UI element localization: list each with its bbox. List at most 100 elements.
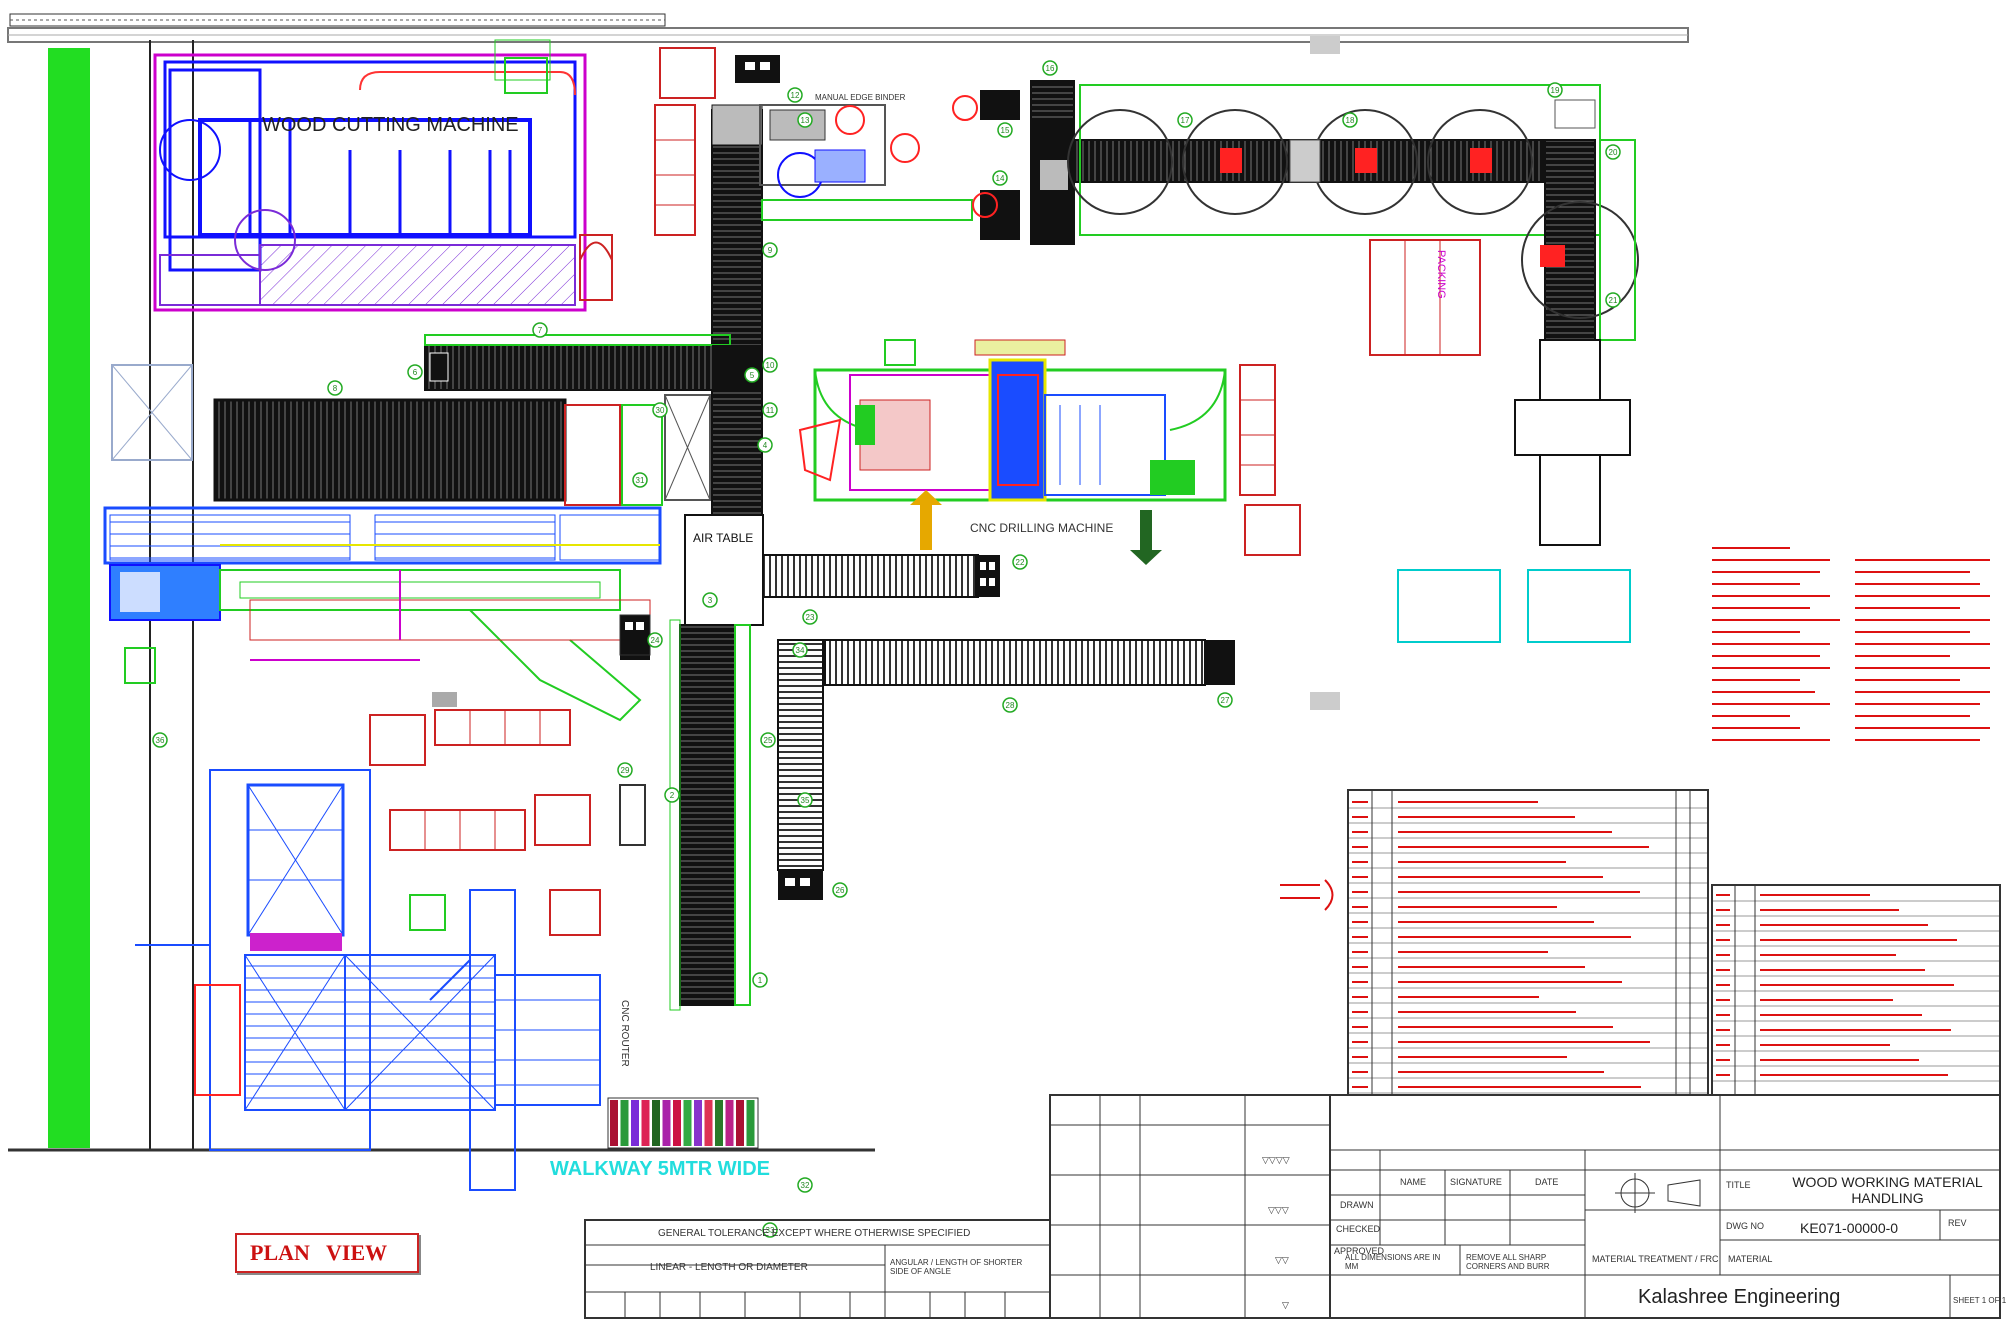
item-number-text: 23 xyxy=(806,613,815,622)
plan-view-label: PLAN VIEW xyxy=(250,1240,388,1265)
item-number-text: 26 xyxy=(836,886,845,895)
item-number-text: 20 xyxy=(1609,148,1618,157)
item-number-text: 4 xyxy=(763,441,768,450)
item-number-bubble: 25 xyxy=(760,732,776,748)
item-number-bubble: 6 xyxy=(407,364,423,380)
title-block xyxy=(1329,1094,2001,1319)
item-number-bubble: 21 xyxy=(1605,292,1621,308)
ra-symbol-4: ▽ xyxy=(1282,1300,1289,1310)
item-number-bubble: 18 xyxy=(1342,112,1358,128)
item-number-text: 32 xyxy=(801,1181,810,1190)
item-number-text: 35 xyxy=(801,796,810,805)
item-number-text: 2 xyxy=(670,791,675,800)
date-header: DATE xyxy=(1535,1177,1559,1187)
item-number-bubble: 11 xyxy=(762,402,778,418)
item-number-text: 33 xyxy=(766,1226,775,1235)
item-number-bubble: 20 xyxy=(1605,144,1621,160)
item-number-text: 19 xyxy=(1551,86,1560,95)
item-number-bubble: 19 xyxy=(1547,82,1563,98)
item-number-text: 22 xyxy=(1016,558,1025,567)
conveyor-horizontal-middle xyxy=(762,554,979,598)
item-number-bubble: 35 xyxy=(797,792,813,808)
item-number-bubble: 15 xyxy=(997,122,1013,138)
item-number-bubble: 14 xyxy=(992,170,1008,186)
approved-label: APPROVED xyxy=(1334,1246,1385,1256)
item-number-bubble: 24 xyxy=(647,632,663,648)
item-number-bubble: 17 xyxy=(1177,112,1193,128)
air-table xyxy=(684,514,764,626)
item-number-bubble: 36 xyxy=(152,732,168,748)
item-number-text: 10 xyxy=(766,361,775,370)
angular-label: ANGULAR / LENGTH OF SHORTER SIDE OF ANGL… xyxy=(890,1258,1023,1276)
item-number-text: 18 xyxy=(1346,116,1355,125)
item-number-bubble: 34 xyxy=(792,642,808,658)
material-treatment-label: MATERIAL TREATMENT / FRC xyxy=(1592,1254,1719,1264)
name-header: NAME xyxy=(1400,1177,1427,1187)
remove-sharp-note: REMOVE ALL SHARP CORNERS AND BURR xyxy=(1466,1253,1550,1271)
item-number-text: 3 xyxy=(708,596,713,605)
item-number-bubble: 8 xyxy=(327,380,343,396)
item-number-text: 11 xyxy=(766,406,775,415)
item-number-text: 17 xyxy=(1181,116,1190,125)
item-number-text: 29 xyxy=(621,766,630,775)
tolerance-title: GENERAL TOLERANCE EXCEPT WHERE OTHERWISE… xyxy=(658,1228,971,1239)
item-number-bubble: 10 xyxy=(762,357,778,373)
checked-label: CHECKED xyxy=(1336,1224,1381,1234)
dwg-no-label: DWG NO xyxy=(1726,1221,1764,1231)
cnc-router-label: CNC ROUTER xyxy=(619,1000,630,1067)
item-number-bubble: 26 xyxy=(832,882,848,898)
title-label: TITLE xyxy=(1726,1180,1751,1190)
item-number-text: 30 xyxy=(656,406,665,415)
conveyor-horizontal-upper xyxy=(424,344,716,391)
item-number-text: 12 xyxy=(791,91,800,100)
item-number-bubble: 28 xyxy=(1002,697,1018,713)
all-dimensions-note: ALL DIMENSIONS ARE IN MM xyxy=(1345,1253,1441,1271)
packing-label: PACKING xyxy=(1435,250,1447,299)
bins xyxy=(607,1097,759,1149)
notes-block xyxy=(1712,547,1990,741)
item-number-text: 28 xyxy=(1006,701,1015,710)
item-number-text: 6 xyxy=(413,368,418,377)
wood-cutting-machine xyxy=(153,39,587,312)
item-number-text: 14 xyxy=(996,174,1005,183)
ra-symbol-1: ▽▽▽▽ xyxy=(1262,1155,1290,1165)
item-number-text: 36 xyxy=(156,736,165,745)
edge-banding-line xyxy=(103,506,662,722)
item-number-text: 8 xyxy=(333,384,338,393)
item-number-bubble: 12 xyxy=(787,87,803,103)
conveyor-vertical-bottom xyxy=(679,624,736,1006)
conveyor-L-vertical xyxy=(777,639,824,871)
rev-label: REV xyxy=(1948,1218,1967,1228)
linear-label: LINEAR - LENGTH OR DIAMETER xyxy=(650,1262,808,1273)
cnc-drilling-machine xyxy=(798,339,1227,565)
item-number-text: 1 xyxy=(758,976,763,985)
drawing-title: WOOD WORKING MATERIAL HANDLING xyxy=(1792,1174,1983,1206)
item-number-text: 21 xyxy=(1609,296,1618,305)
item-number-text: 7 xyxy=(538,326,543,335)
item-number-text: 15 xyxy=(1001,126,1010,135)
signature-header: SIGNATURE xyxy=(1450,1177,1502,1187)
item-number-text: 16 xyxy=(1046,64,1055,73)
ra-symbol-3: ▽▽ xyxy=(1275,1255,1289,1265)
green-wall xyxy=(48,48,90,1148)
item-number-bubble: 1 xyxy=(752,972,768,988)
item-number-text: 5 xyxy=(750,371,755,380)
item-number-text: 34 xyxy=(796,646,805,655)
item-number-text: 9 xyxy=(768,246,773,255)
air-table-label: AIR TABLE xyxy=(693,531,753,545)
item-number-bubble: 27 xyxy=(1217,692,1233,708)
item-number-text: 25 xyxy=(764,736,773,745)
item-number-bubble: 3 xyxy=(702,592,718,608)
item-number-bubble: 33 xyxy=(762,1222,778,1238)
sheet-label: SHEET 1 OF 1 xyxy=(1953,1296,2006,1305)
stacking-table xyxy=(213,398,567,502)
cnc-drilling-label: CNC DRILLING MACHINE xyxy=(970,521,1113,535)
item-number-bubble: 31 xyxy=(632,472,648,488)
item-number-bubble: 30 xyxy=(652,402,668,418)
item-number-text: 31 xyxy=(636,476,645,485)
item-number-bubble: 7 xyxy=(532,322,548,338)
manual-edge-binder-label: MANUAL EDGE BINDER xyxy=(815,93,906,102)
item-number-bubble: 22 xyxy=(1012,554,1028,570)
